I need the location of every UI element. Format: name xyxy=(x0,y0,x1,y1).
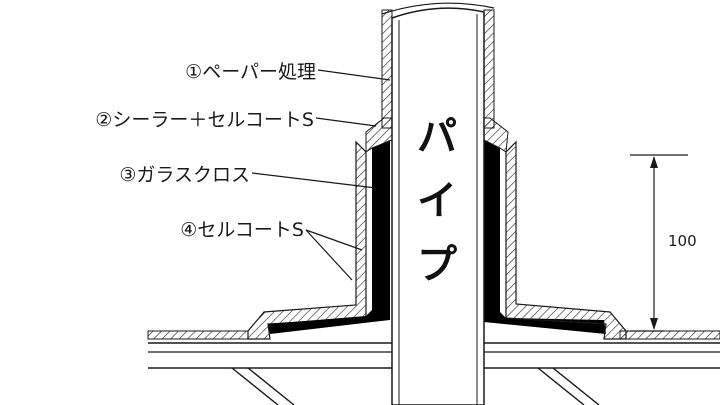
slab-coating-left xyxy=(147,330,249,340)
pipe-label-char-3: プ xyxy=(417,242,457,288)
pipe-label-char-1: パ xyxy=(417,114,457,160)
right-glass-cloth xyxy=(484,140,606,334)
pipe-label: パ イ プ xyxy=(417,114,457,288)
pipe-coating-left xyxy=(381,9,393,129)
left-coating-outer xyxy=(247,140,367,340)
support-beams xyxy=(231,367,600,405)
dimension-value: 100 xyxy=(668,232,697,250)
pipe-body xyxy=(391,7,485,405)
right-coating-outer xyxy=(505,140,627,340)
pipe-coating-right xyxy=(483,9,495,129)
left-glass-cloth xyxy=(268,140,390,334)
label-cellcoat-s: ④セルコートS xyxy=(180,219,304,241)
label-sealer-cellcoat: ②シーラー＋セルコートS xyxy=(95,109,314,131)
height-dimension xyxy=(630,154,688,332)
pipe-label-char-2: イ xyxy=(417,178,457,224)
label-glass-cloth: ③ガラスクロス xyxy=(119,164,250,186)
leader-lines xyxy=(251,69,391,281)
label-paper-treatment: ①ペーパー処理 xyxy=(185,61,316,83)
slab-coating-right xyxy=(619,330,720,340)
